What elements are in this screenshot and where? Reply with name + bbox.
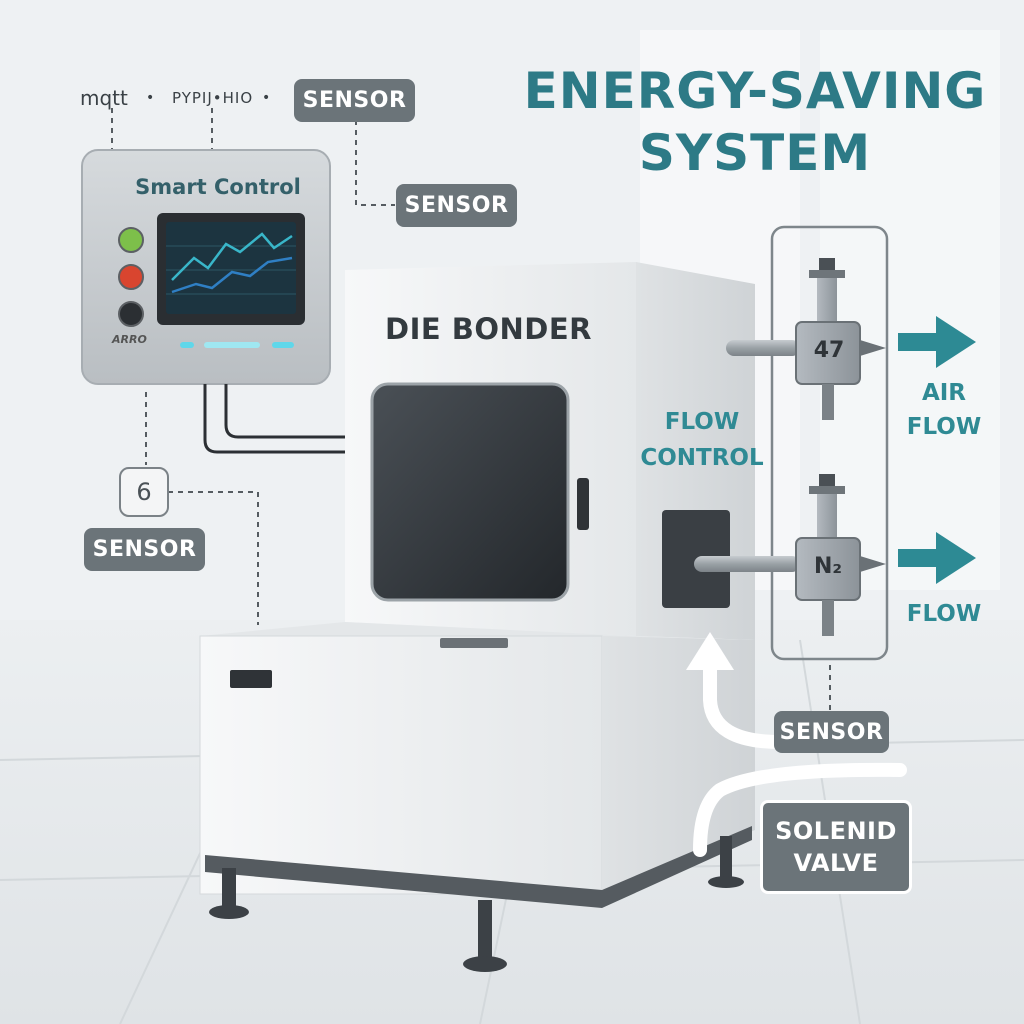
white-up-arrow <box>686 632 734 670</box>
die-bonder-window <box>370 382 570 602</box>
sensor-tag-bottom: SENSOR <box>774 711 889 753</box>
air-flow-arrow <box>898 316 976 368</box>
n2-valve <box>795 474 886 636</box>
air-flow-line1: AIR <box>921 380 967 406</box>
diagram-title: ENERGY-SAVING SYSTEM <box>520 60 990 184</box>
control-panel-brand: ARRO <box>112 333 147 346</box>
n2-flow-label: FLOW <box>906 601 982 627</box>
indicator-dark <box>118 301 144 327</box>
n2-valve-label: N₂ <box>813 554 843 579</box>
protocol-label-right: PYPIJ•HIO <box>172 89 254 107</box>
machine-label: DIE BONDER <box>385 312 593 346</box>
separator-dot-2: • <box>262 90 271 106</box>
n2-inlet-pipe <box>694 556 800 572</box>
screen-graph-line-2 <box>171 256 293 294</box>
air-flow-line2: FLOW <box>906 414 982 440</box>
window-pane-2 <box>820 30 1000 590</box>
solenoid-line2: VALVE <box>793 849 879 877</box>
valve-loop-frame <box>770 225 889 661</box>
sensor-tag-mid: SENSOR <box>396 184 517 227</box>
air-valve <box>795 258 886 420</box>
die-bonder-handle <box>577 478 589 530</box>
base-frame <box>205 826 752 908</box>
base-vent-slot <box>230 670 272 688</box>
separator-dot-1: • <box>146 90 155 106</box>
panel-cable-2 <box>224 384 348 439</box>
air-flow-label: AIR FLOW <box>898 376 990 444</box>
solenoid-valve-tag: SOLENID VALVE <box>760 800 912 894</box>
air-inlet-pipe <box>726 340 800 356</box>
flow-control-line2: CONTROL <box>640 445 764 471</box>
diagram-title-line2: SYSTEM <box>638 124 872 182</box>
solenoid-line1: SOLENID <box>775 817 897 845</box>
panel-cable-1 <box>203 384 348 454</box>
control-panel-title: Smart Control <box>135 175 301 199</box>
white-flow-path <box>693 762 907 857</box>
protocol-label-left: mqtt <box>80 86 128 110</box>
n2-flow-arrow <box>898 532 976 584</box>
base-top-port <box>440 638 508 648</box>
flow-control-line1: FLOW <box>664 409 740 435</box>
control-panel-screen <box>166 222 296 314</box>
machine-feet <box>209 836 744 972</box>
diagram-title-line1: ENERGY-SAVING <box>523 62 987 120</box>
indicator-green <box>118 227 144 253</box>
screen-graph-line-1 <box>171 232 293 281</box>
white-return-path <box>703 668 781 749</box>
indicator-red <box>118 264 144 290</box>
air-valve-label: 47 <box>813 338 845 363</box>
flow-control-label: FLOW CONTROL <box>640 404 764 476</box>
sensor-icon: 6 <box>119 467 169 517</box>
sensor-tag-top: SENSOR <box>294 79 415 122</box>
sensor-tag-left: SENSOR <box>84 528 205 571</box>
dashed-connectors <box>111 108 831 712</box>
panel-status-lights <box>180 342 294 348</box>
